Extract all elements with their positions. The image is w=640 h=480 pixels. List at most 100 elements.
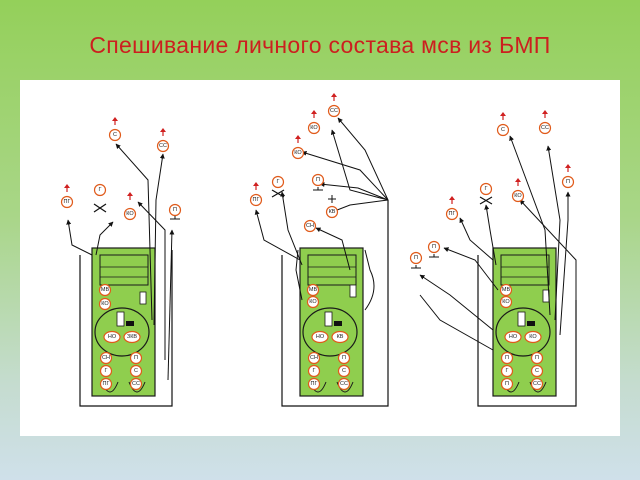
soldier-marker: СС	[327, 93, 341, 118]
soldier-marker: Г	[93, 183, 107, 213]
crew-label: КО	[529, 334, 537, 340]
soldier-label: П	[316, 177, 320, 183]
crew-marker: НО	[103, 330, 121, 344]
soldier-marker: ПГ	[249, 182, 263, 207]
diagram-1: МВ КО НО ЗКВ СН П Г С ПГ СС С СС ПГ Г КО…	[60, 117, 182, 407]
soldier-label: СС	[159, 143, 167, 149]
soldier-label: СН	[306, 223, 314, 229]
crew-label: НО	[509, 334, 518, 340]
soldier-marker: КО	[123, 192, 137, 221]
soldier-label: П	[566, 179, 570, 185]
crew-marker: МВ	[499, 283, 513, 297]
crew-marker: С	[337, 364, 351, 378]
soldier-label: П	[432, 244, 436, 250]
crew-label: КО	[502, 299, 510, 305]
crew-marker: П	[337, 351, 351, 365]
crew-marker: СС	[337, 377, 351, 391]
crew-label: П	[535, 355, 539, 361]
crew-marker: НО	[504, 330, 522, 344]
crew-label: МВ	[101, 287, 110, 293]
crew-label: НО	[316, 334, 325, 340]
soldier-marker: СС	[538, 110, 552, 135]
crew-marker: ПГ	[307, 377, 321, 391]
crew-marker: П	[500, 351, 514, 365]
crew-marker: КВ	[331, 330, 349, 344]
soldier-label: КВ	[329, 209, 336, 215]
soldier-label: КО	[310, 125, 318, 131]
crew-marker: П	[129, 351, 143, 365]
crew-marker: МВ	[306, 283, 320, 297]
soldier-marker: С	[108, 117, 122, 142]
crew-label: СС	[340, 381, 348, 387]
soldier-marker: П	[168, 203, 182, 220]
crew-label: МВ	[309, 287, 318, 293]
soldier-marker: ПГ	[445, 196, 459, 221]
soldier-marker: КО	[307, 110, 321, 135]
crew-label: КВ	[337, 334, 344, 340]
diagram-3: МВ КО НО КО П П Г С П СС С СС Г КО П ПГ …	[409, 110, 577, 407]
crew-label: КО	[101, 301, 109, 307]
crew-marker: КО	[524, 330, 542, 344]
soldier-label: КО	[514, 193, 522, 199]
crew-marker: КО	[306, 295, 320, 309]
crew-label: ПГ	[103, 381, 110, 387]
crew-marker: П	[530, 351, 544, 365]
crew-label: П	[505, 355, 509, 361]
diagram-2: МВ КО НО КВ СН П Г С ПГ СС СС КО КО Г П …	[249, 93, 389, 407]
crew-label: Г	[506, 368, 509, 374]
crew-marker: Г	[99, 364, 113, 378]
crew-label: ПГ	[311, 381, 318, 387]
crew-marker: НО	[311, 330, 329, 344]
soldier-label: Г	[485, 186, 488, 192]
soldier-label: П	[173, 207, 177, 213]
soldier-marker: КО	[291, 135, 305, 160]
crew-label: СН	[102, 355, 110, 361]
crew-label: П	[342, 355, 346, 361]
soldier-label: КО	[126, 211, 134, 217]
crew-label: СС	[533, 381, 541, 387]
soldier-marker: П	[311, 173, 325, 191]
crew-label: С	[342, 368, 346, 374]
soldier-label: ПГ	[449, 211, 456, 217]
crew-marker: КО	[98, 297, 112, 311]
crew-label: СН	[310, 355, 318, 361]
crew-label: Г	[313, 368, 316, 374]
soldier-label: ПГ	[64, 199, 71, 205]
crew-label: П	[505, 381, 509, 387]
crew-marker: С	[129, 364, 143, 378]
crew-label: КО	[309, 299, 317, 305]
soldier-label: Г	[277, 179, 280, 185]
dismount-diagram-svg: МВ КО НО ЗКВ СН П Г С ПГ СС С СС ПГ Г КО…	[60, 93, 577, 407]
soldier-marker: СН	[303, 219, 317, 233]
soldier-label: П	[414, 255, 418, 261]
crew-marker: Г	[500, 364, 514, 378]
crew-marker: С	[530, 364, 544, 378]
crew-label: ЗКВ	[127, 334, 138, 340]
crew-marker: ПГ	[99, 377, 113, 391]
crew-marker: КО	[499, 295, 513, 309]
crew-label: С	[535, 368, 539, 374]
soldier-label: ПГ	[253, 197, 260, 203]
soldier-marker: Г	[271, 175, 285, 198]
soldier-label: СС	[330, 108, 338, 114]
vehicle-1	[91, 247, 156, 397]
crew-label: НО	[108, 334, 117, 340]
crew-label: МВ	[502, 287, 511, 293]
diagram-panel: МВ КО НО ЗКВ СН П Г С ПГ СС С СС ПГ Г КО…	[20, 80, 620, 436]
crew-label: С	[134, 368, 138, 374]
crew-marker: СС	[530, 377, 544, 391]
soldier-marker: Г	[479, 182, 493, 205]
soldier-label: С	[113, 132, 117, 138]
soldier-label: С	[501, 127, 505, 133]
crew-marker: СН	[307, 351, 321, 365]
crew-label: П	[134, 355, 138, 361]
crew-label: Г	[105, 368, 108, 374]
crew-marker: Г	[307, 364, 321, 378]
soldier-marker: П	[561, 164, 575, 189]
crew-marker: СН	[99, 351, 113, 365]
crew-label: СС	[132, 381, 140, 387]
soldier-marker: КО	[511, 178, 525, 203]
crew-marker: П	[500, 377, 514, 391]
soldier-label: Г	[99, 187, 102, 193]
crew-marker: МВ	[98, 283, 112, 297]
